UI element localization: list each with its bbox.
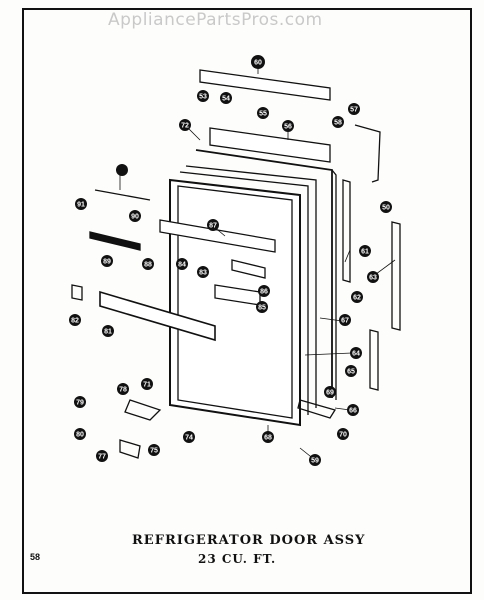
svg-text:65: 65 [347, 369, 355, 376]
callout-69: 70 [337, 428, 349, 440]
callout-56: 57 [348, 103, 360, 115]
callout-markers: 60 53 54 55 56 57 58 50 61 63 62 67 64 6… [69, 55, 392, 466]
callout-65: 66 [347, 404, 359, 416]
svg-text:87: 87 [209, 223, 217, 230]
callout-77: 78 [117, 383, 129, 395]
svg-text:82: 82 [71, 318, 79, 325]
callout-62: 63 [367, 271, 379, 283]
callout-86: 87 [207, 219, 219, 231]
callout-52: 53 [197, 90, 209, 102]
callout-50: 50 [380, 201, 392, 213]
callout-54: 55 [257, 107, 269, 119]
callout-74: 75 [148, 444, 160, 456]
callout-91 [116, 164, 128, 176]
callout-85: 86 [258, 285, 270, 297]
svg-text:75: 75 [150, 448, 158, 455]
svg-text:58: 58 [334, 120, 342, 127]
callout-67: 68 [262, 431, 274, 443]
callout-87: 88 [142, 258, 154, 270]
callout-60: 61 [359, 245, 371, 257]
callout-81: 82 [69, 314, 81, 326]
svg-text:83: 83 [199, 270, 207, 277]
callout-63: 64 [350, 347, 362, 359]
svg-text:81: 81 [104, 329, 112, 336]
callout-78: 79 [74, 396, 86, 408]
svg-text:77: 77 [98, 454, 106, 461]
svg-text:89: 89 [103, 259, 111, 266]
svg-text:86: 86 [260, 289, 268, 296]
watermark: AppliancePartsPros.com [108, 10, 323, 30]
svg-text:78: 78 [119, 387, 127, 394]
svg-text:50: 50 [382, 205, 390, 212]
svg-text:53: 53 [199, 94, 207, 101]
svg-text:91: 91 [77, 202, 85, 209]
svg-text:63: 63 [369, 275, 377, 282]
callout-68: 69 [324, 386, 336, 398]
callout-76: 77 [96, 450, 108, 462]
callout-90: 91 [75, 198, 87, 210]
svg-text:69: 69 [326, 390, 334, 397]
svg-text:85: 85 [258, 305, 266, 312]
svg-text:54: 54 [222, 96, 230, 103]
callout-80: 81 [102, 325, 114, 337]
svg-text:61: 61 [361, 249, 369, 256]
callout-73: 74 [183, 431, 195, 443]
svg-text:56: 56 [284, 124, 292, 131]
svg-text:57: 57 [350, 107, 358, 114]
svg-text:74: 74 [185, 435, 193, 442]
svg-text:62: 62 [353, 295, 361, 302]
svg-text:90: 90 [131, 214, 139, 221]
svg-text:67: 67 [341, 318, 349, 325]
page-number: 58 [30, 552, 41, 562]
svg-text:68: 68 [264, 435, 272, 442]
svg-text:60: 60 [254, 60, 262, 67]
callout-82: 83 [197, 266, 209, 278]
svg-text:71: 71 [143, 382, 151, 389]
callout-59: 60 [251, 55, 265, 69]
svg-text:80: 80 [76, 432, 84, 439]
callout-57: 58 [332, 116, 344, 128]
callout-55: 56 [282, 120, 294, 132]
svg-text:55: 55 [259, 111, 267, 118]
diagram-subtitle: 23 CU. FT. [198, 552, 277, 566]
callout-64: 65 [345, 365, 357, 377]
callout-89: 90 [129, 210, 141, 222]
door-parts [71, 62, 401, 461]
svg-text:59: 59 [311, 458, 319, 465]
svg-text:88: 88 [144, 262, 152, 269]
svg-text:72: 72 [181, 123, 189, 130]
callout-88: 89 [101, 255, 113, 267]
callout-70: 71 [141, 378, 153, 390]
callout-83: 84 [176, 258, 188, 270]
svg-text:70: 70 [339, 432, 347, 439]
callout-53: 54 [220, 92, 232, 104]
callout-71: 72 [179, 119, 191, 131]
svg-text:66: 66 [349, 408, 357, 415]
callout-79: 80 [74, 428, 86, 440]
callout-58: 59 [309, 454, 321, 466]
svg-text:84: 84 [178, 262, 186, 269]
svg-text:79: 79 [76, 400, 84, 407]
diagram-title: REFRIGERATOR DOOR ASSY [132, 533, 366, 548]
diagram-frame [22, 8, 472, 594]
callout-84: 85 [256, 301, 268, 313]
callout-66: 67 [339, 314, 351, 326]
callout-61: 62 [351, 291, 363, 303]
svg-text:64: 64 [352, 351, 360, 358]
